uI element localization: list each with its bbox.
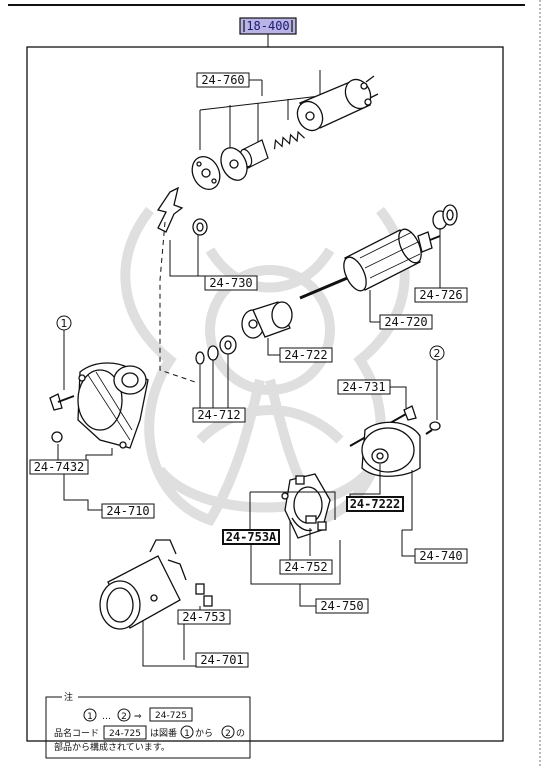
part-24-760-group[interactable]: 24-760 bbox=[196, 70, 321, 150]
callout-24-710: 24-710 bbox=[106, 504, 149, 518]
yoke-field-coil[interactable] bbox=[99, 539, 187, 630]
part-24-7222[interactable]: 24-7222 bbox=[346, 496, 404, 512]
legend-note: 注 1 … 2 ⇒ 24-725 品名コード 24-725 は図番 1 から 2… bbox=[45, 691, 251, 759]
thrust-washers[interactable] bbox=[432, 204, 458, 230]
rear-end-frame[interactable] bbox=[361, 421, 421, 477]
end-frame-screw[interactable] bbox=[425, 421, 441, 435]
section-code-badge[interactable]: 18-400 bbox=[239, 17, 297, 35]
part-24-712[interactable]: 24-712 bbox=[192, 407, 246, 423]
part-24-753[interactable]: 24-753 bbox=[177, 609, 231, 625]
note-range-to: 2 bbox=[121, 712, 127, 722]
note-line2-c1: 1 bbox=[184, 729, 190, 739]
solenoid-plate-b[interactable] bbox=[216, 144, 252, 185]
part-24-701[interactable]: 24-701 bbox=[195, 652, 249, 668]
stop-ring-set[interactable] bbox=[195, 335, 237, 365]
note-line2-mid: は図番 bbox=[150, 727, 177, 739]
dashed-leader bbox=[159, 221, 196, 383]
callout-24-740: 24-740 bbox=[419, 549, 462, 563]
overrunning-clutch[interactable] bbox=[241, 301, 293, 339]
part-24-750[interactable]: 24-750 bbox=[315, 598, 369, 614]
callout-24-7432: 24-7432 bbox=[34, 460, 85, 474]
solenoid-switch[interactable] bbox=[293, 75, 379, 134]
note-line2-no: の bbox=[236, 729, 245, 739]
note-range-code: 24-725 bbox=[155, 711, 187, 721]
note-line3: 部品から構成されています。 bbox=[54, 741, 170, 753]
callout-24-750: 24-750 bbox=[320, 599, 363, 613]
part-24-753A[interactable]: 24-753A bbox=[222, 529, 280, 545]
brush-pair[interactable] bbox=[195, 583, 213, 607]
part-24-740[interactable]: 24-740 bbox=[414, 548, 468, 564]
part-24-752[interactable]: 24-752 bbox=[279, 559, 333, 575]
part-24-730[interactable]: 24-730 bbox=[204, 275, 258, 291]
callout-24-731: 24-731 bbox=[342, 380, 385, 394]
part-24-7432[interactable]: 24-7432 bbox=[29, 459, 89, 475]
part-24-722[interactable]: 24-722 bbox=[279, 347, 333, 363]
through-bolt-front[interactable] bbox=[49, 393, 75, 411]
note-arrow: ⇒ bbox=[134, 712, 142, 722]
diagram-frame bbox=[26, 46, 504, 742]
drive-housing[interactable] bbox=[51, 362, 149, 449]
marker-1: 1 bbox=[56, 315, 72, 331]
callout-24-753: 24-753 bbox=[182, 610, 225, 624]
armature[interactable] bbox=[299, 226, 441, 300]
svg-text:2: 2 bbox=[434, 347, 441, 360]
watermark-emblem bbox=[120, 206, 410, 527]
callout-24-752: 24-752 bbox=[284, 560, 327, 574]
note-line2-c2: 2 bbox=[225, 729, 231, 739]
note-range-from: 1 bbox=[87, 712, 93, 722]
callout-24-760: 24-760 bbox=[201, 73, 244, 87]
callout-24-720: 24-720 bbox=[384, 315, 427, 329]
return-spring[interactable] bbox=[272, 130, 305, 150]
part-24-731[interactable]: 24-731 bbox=[337, 379, 391, 395]
callout-24-722: 24-722 bbox=[284, 348, 327, 362]
section-code-text: 18-400 bbox=[246, 19, 289, 33]
drive-lever[interactable] bbox=[156, 186, 208, 236]
note-line2-pre: 品名コード bbox=[54, 727, 99, 739]
solenoid-plate-a[interactable] bbox=[187, 152, 225, 194]
brush-holder[interactable] bbox=[281, 473, 331, 539]
part-24-710[interactable]: 24-710 bbox=[101, 503, 155, 519]
note-range-sep: … bbox=[102, 712, 111, 722]
marker-2: 2 bbox=[429, 345, 445, 361]
note-line2-kara: から bbox=[195, 728, 213, 739]
callout-24-701: 24-701 bbox=[200, 653, 243, 667]
note-title: 注 bbox=[64, 691, 73, 703]
callout-24-730: 24-730 bbox=[209, 276, 252, 290]
svg-text:1: 1 bbox=[61, 317, 68, 330]
part-24-726[interactable]: 24-726 bbox=[414, 287, 468, 303]
note-line2-code: 24-725 bbox=[109, 729, 141, 739]
callout-24-712: 24-712 bbox=[197, 408, 240, 422]
callout-24-726: 24-726 bbox=[419, 288, 462, 302]
callout-24-7222: 24-7222 bbox=[350, 497, 401, 511]
part-24-720[interactable]: 24-720 bbox=[379, 314, 433, 330]
callout-24-753A: 24-753A bbox=[226, 530, 277, 544]
